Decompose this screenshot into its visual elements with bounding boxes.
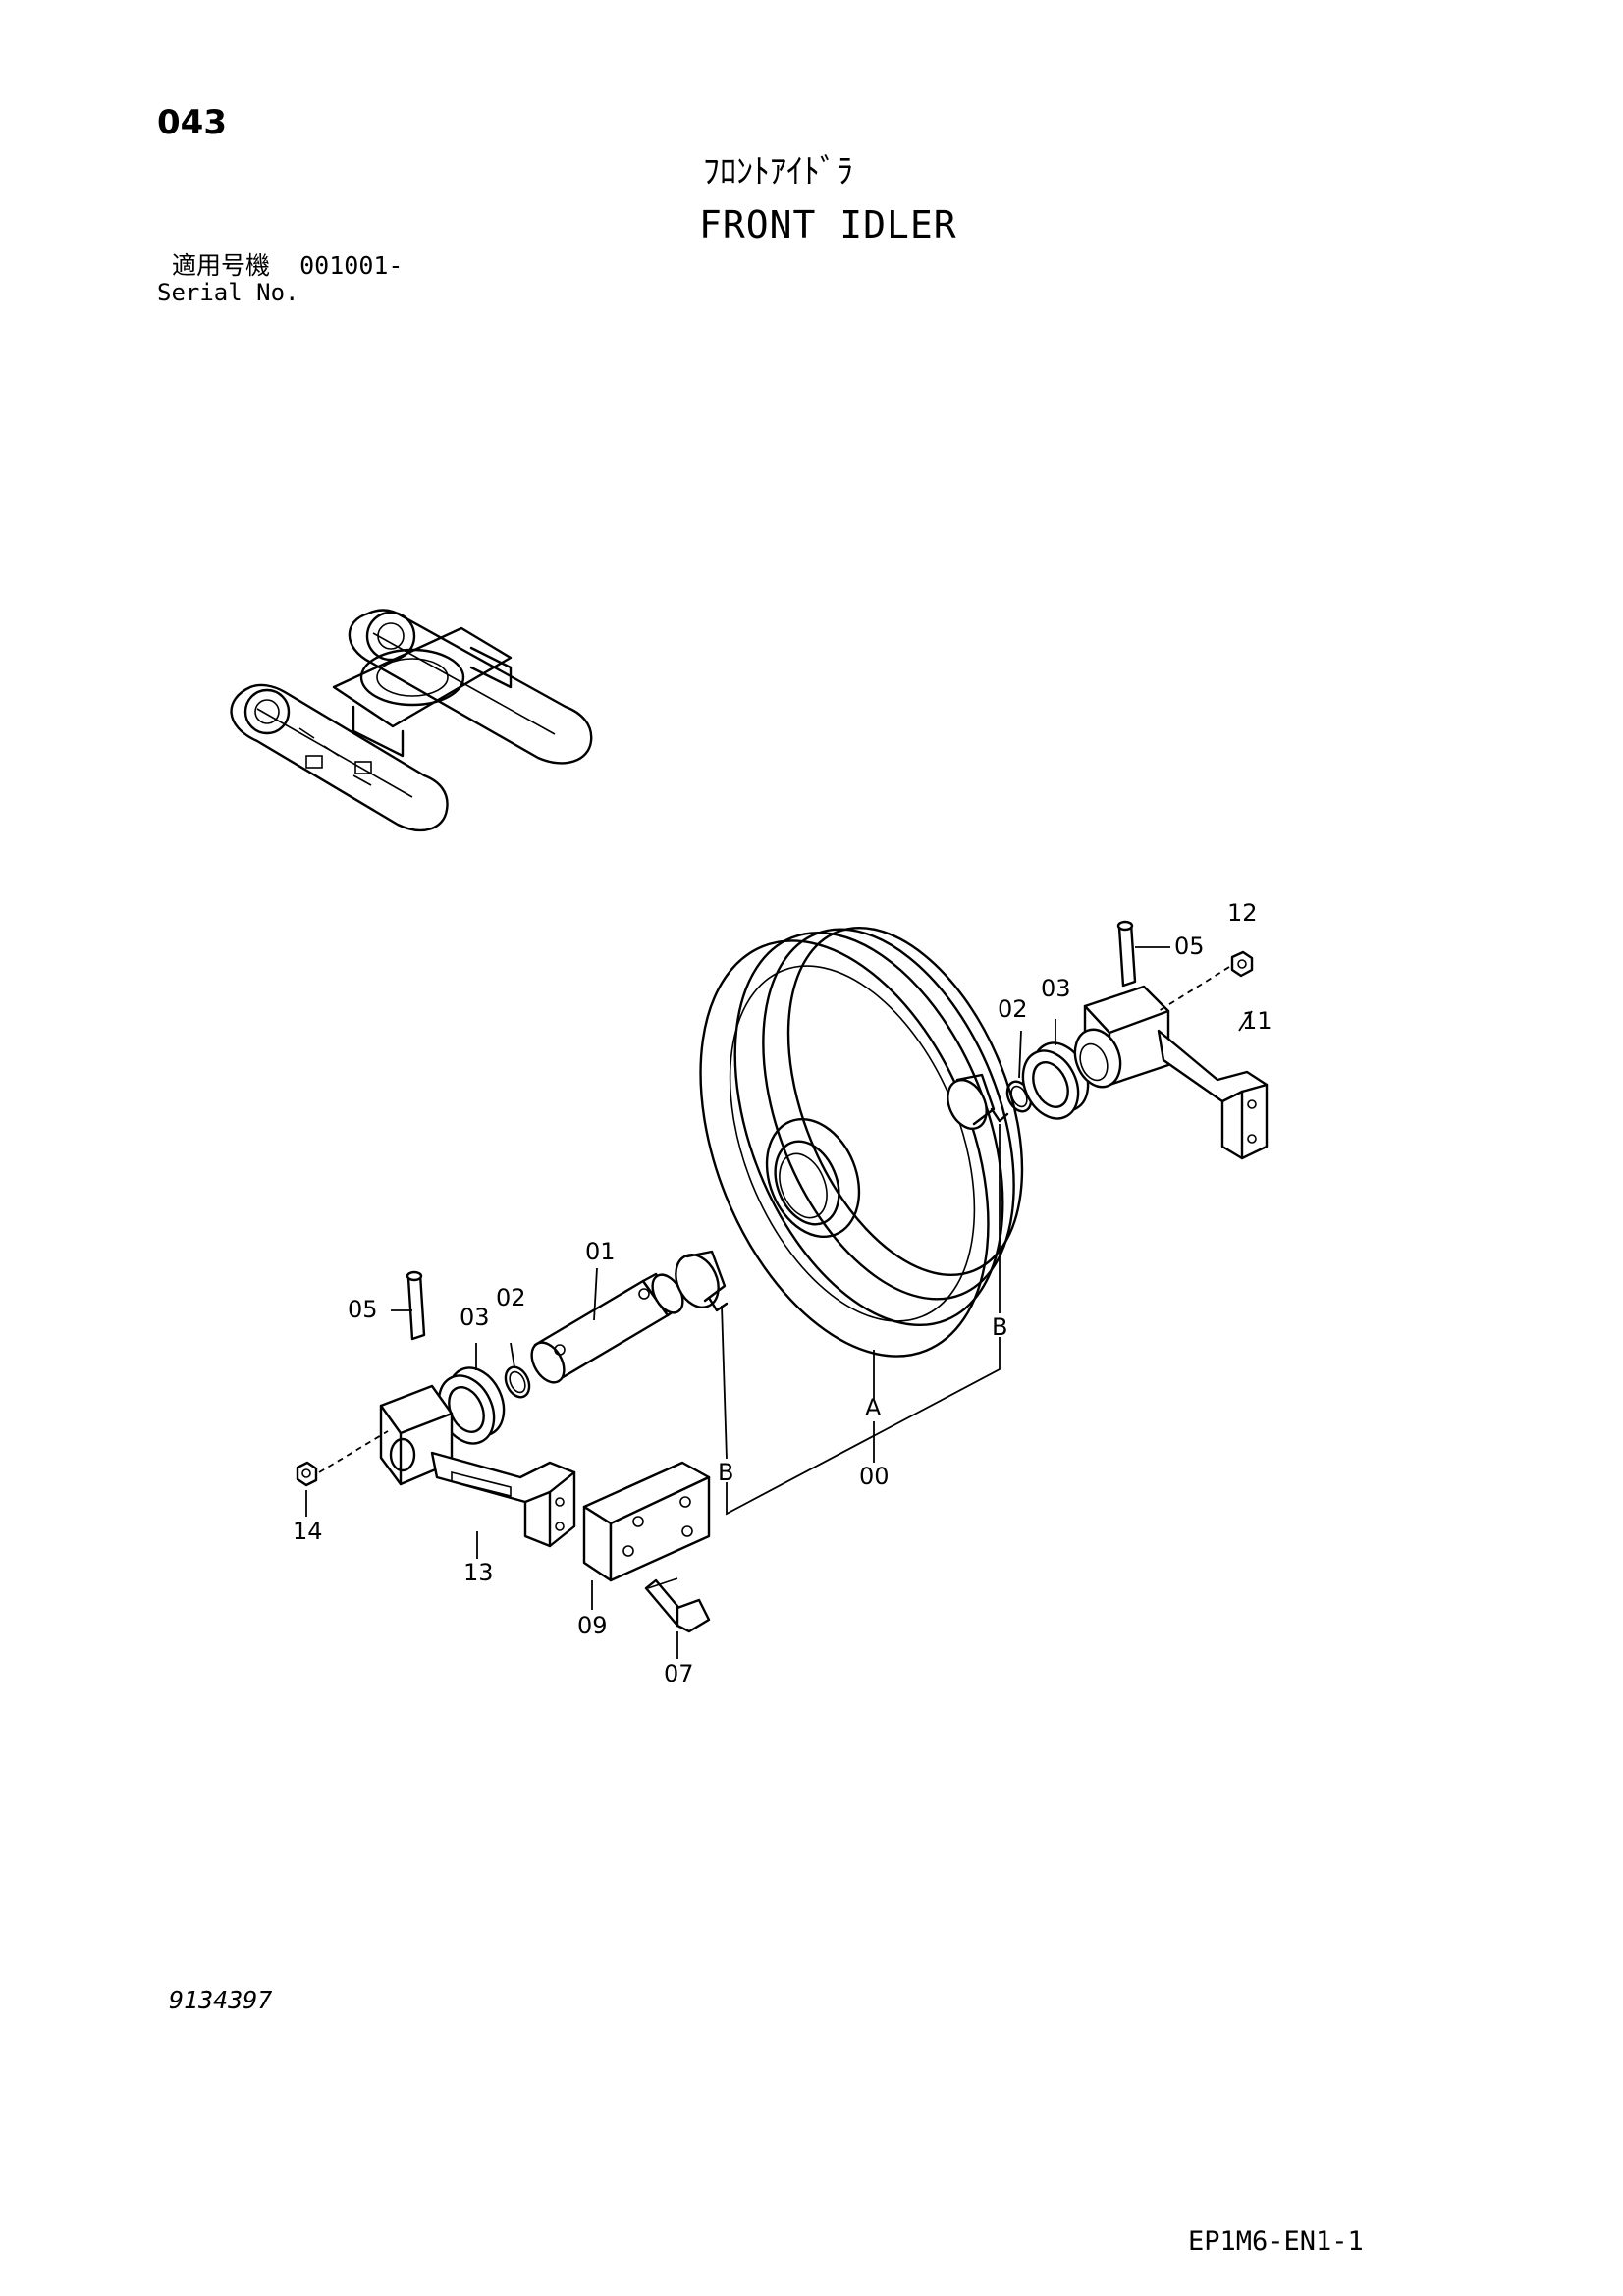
idler-shaft (530, 1272, 684, 1384)
page-number: 043 (157, 103, 227, 142)
callout-a: A (865, 1394, 882, 1421)
right-floating-seal (1021, 1041, 1090, 1120)
left-bearing-bracket (379, 1384, 576, 1548)
bolt (644, 1577, 711, 1633)
title-english: FRONT IDLER (699, 203, 957, 246)
callout-02-right: 02 (998, 995, 1028, 1023)
right-nut (1230, 950, 1254, 978)
leader-lines (305, 946, 1253, 1659)
left-nut (296, 1461, 318, 1487)
document-number: 9134397 (169, 1986, 273, 2014)
left-spring-pin (406, 1270, 426, 1341)
undercarriage-overview-drawing (230, 609, 593, 832)
serial-label-jp: 適用号機 (172, 251, 271, 280)
callout-03-right: 03 (1041, 975, 1071, 1002)
serial-value: 001001- (299, 251, 404, 280)
callout-labels: 12 05 11 02 03 01 05 02 03 B A B 00 14 1… (293, 899, 1272, 1687)
serial-label-en: Serial No. (157, 279, 299, 306)
left-o-ring (504, 1365, 531, 1399)
callout-11: 11 (1242, 1007, 1272, 1035)
right-bearing-bracket (1073, 985, 1269, 1160)
plate (582, 1461, 711, 1582)
right-spring-pin (1116, 920, 1137, 988)
callout-01: 01 (585, 1238, 616, 1265)
callout-00: 00 (859, 1463, 890, 1490)
callout-07: 07 (664, 1660, 694, 1687)
callout-12: 12 (1227, 899, 1258, 927)
title-japanese: ﾌﾛﾝﾄｱｲﾄﾞﾗ (703, 152, 853, 191)
callout-b-right: B (992, 1313, 1007, 1341)
callout-b-left: B (718, 1459, 733, 1486)
callout-05-right: 05 (1174, 933, 1205, 960)
serial-label-row: 適用号機 001001- (172, 253, 403, 278)
figure-code: EP1M6-EN1-1 (1188, 2226, 1364, 2257)
callout-09: 09 (577, 1612, 608, 1639)
callout-14: 14 (293, 1518, 323, 1545)
callout-02-left: 02 (496, 1284, 526, 1311)
left-collar (675, 1250, 729, 1312)
callout-03-left: 03 (460, 1304, 490, 1331)
right-collar (947, 1073, 1009, 1130)
callout-13: 13 (463, 1559, 494, 1586)
callout-05-left: 05 (348, 1296, 378, 1323)
